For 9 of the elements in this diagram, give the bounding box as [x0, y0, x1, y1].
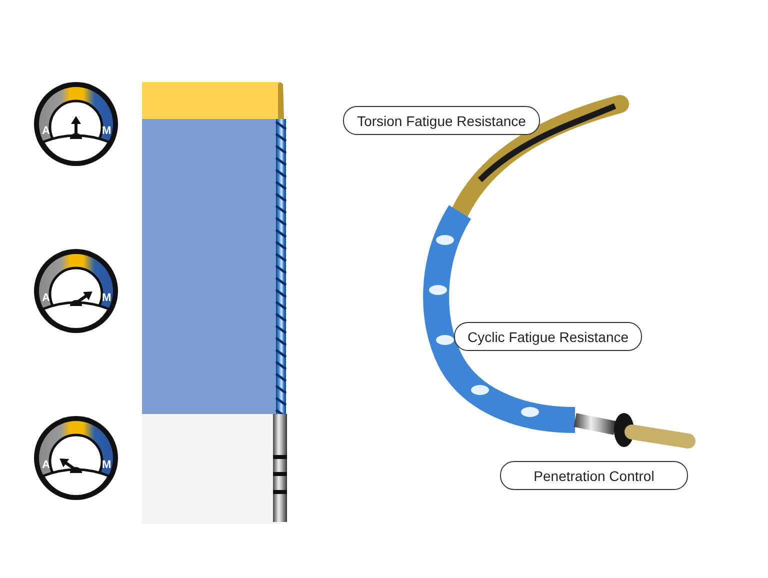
callout-label: Penetration Control: [500, 461, 688, 490]
scale-label: A: [42, 126, 50, 137]
scale-label: M: [102, 126, 112, 137]
callout-label: Torsion Fatigue Resistance: [343, 106, 540, 135]
scale-label: A: [42, 460, 50, 471]
scale-label: M: [102, 460, 112, 471]
scale-label: A: [42, 293, 50, 304]
callout-label: Cyclic Fatigue Resistance: [454, 322, 642, 351]
scale-label: M: [102, 293, 112, 304]
